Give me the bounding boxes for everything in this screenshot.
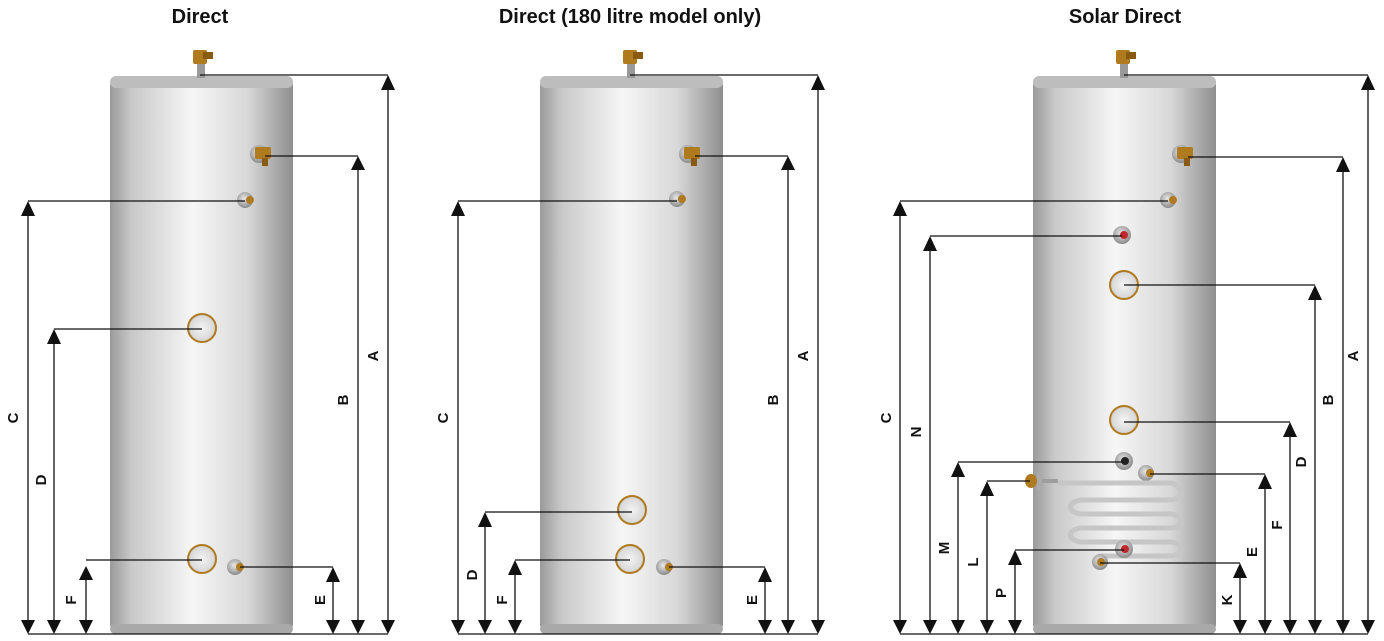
dim-label-f: F (63, 595, 80, 604)
dim-label-a: A (365, 350, 382, 361)
port-icon (1160, 192, 1177, 208)
dim-label-b: B (335, 394, 352, 405)
dim-label-d: D (33, 474, 50, 485)
panel-title-direct: Direct (171, 6, 229, 28)
cylinder-body (110, 76, 293, 634)
immersion-boss-icon (187, 313, 217, 343)
inlet-port-icon (227, 559, 244, 575)
dim-label-e: E (744, 595, 761, 605)
solar-coil-icon (1057, 480, 1185, 559)
sensor-port-icon (1115, 452, 1133, 470)
dim-label-c: C (878, 412, 895, 423)
dim-label-l: L (965, 557, 982, 566)
dim-label-a: A (795, 350, 812, 361)
cylinder-body (540, 76, 723, 634)
immersion-boss-icon (617, 495, 647, 525)
sensor-pocket-icon (1025, 472, 1058, 490)
port-icon (669, 191, 686, 207)
dim-label-f: F (494, 595, 511, 604)
dim-label-n: N (908, 427, 925, 438)
coil-sensor-port-icon (1115, 540, 1133, 558)
dim-label-e: E (1244, 547, 1261, 557)
dim-label-b: B (1320, 394, 1337, 405)
panel-direct-180: A B C D E F (435, 50, 825, 635)
dim-label-b: B (765, 394, 782, 405)
immersion-boss-icon (187, 544, 217, 574)
panel-title-direct-180: Direct (180 litre model only) (498, 6, 762, 28)
dim-label-p: P (993, 588, 1010, 598)
dim-label-d: D (1293, 456, 1310, 467)
sensor-port-icon (1113, 226, 1131, 244)
immersion-boss-icon (615, 544, 645, 574)
dim-label-a: A (1345, 350, 1362, 361)
top-valve-icon (1116, 50, 1136, 78)
dim-label-f: F (1269, 520, 1286, 529)
dim-label-m: M (936, 542, 953, 555)
panel-direct: A B C D E F (5, 50, 395, 635)
port-icon (237, 192, 254, 208)
panel-title-solar-direct: Solar Direct (1068, 6, 1182, 28)
immersion-boss-icon (1109, 405, 1139, 435)
dim-label-c: C (5, 412, 22, 423)
dim-label-d: D (464, 569, 481, 580)
cylinder-body (1033, 76, 1216, 634)
top-valve-icon (623, 50, 643, 78)
coil-return-port-icon (1092, 554, 1108, 570)
panel-solar-direct: A B D F E K C N M L P (878, 50, 1375, 635)
dim-label-e: E (312, 595, 329, 605)
outlet-valve-icon (1172, 145, 1193, 166)
coil-flow-port-icon (1138, 465, 1154, 481)
top-valve-icon (193, 50, 213, 78)
dim-label-k: K (1219, 594, 1236, 605)
dim-label-c: C (435, 412, 452, 423)
